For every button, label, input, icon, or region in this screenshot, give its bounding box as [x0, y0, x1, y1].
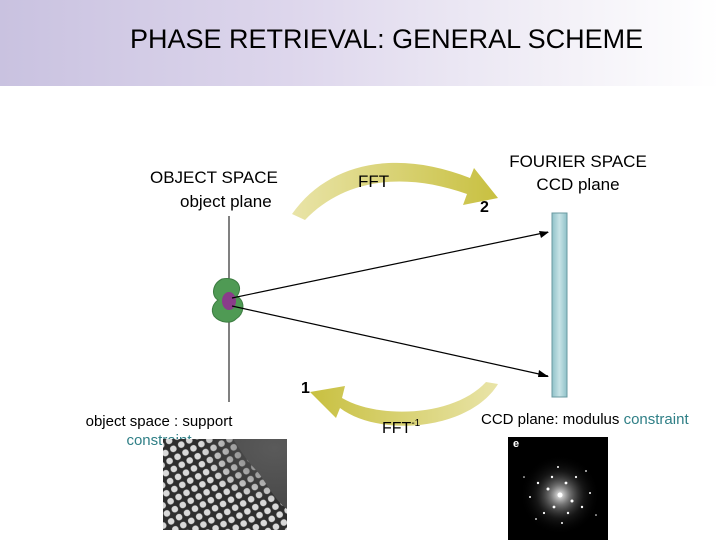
ifft-text: FFT	[382, 420, 412, 437]
ifft-label: FFT-1	[382, 418, 421, 438]
ray-lower-arrowhead	[538, 370, 549, 377]
fourier-space-title: FOURIER SPACE CCD plane	[480, 150, 676, 196]
diffraction-image: e	[508, 437, 608, 540]
object-constraint-line1: object space : support	[85, 413, 233, 430]
ray-upper-arrowhead	[539, 231, 549, 238]
fft-forward-arrow	[292, 162, 498, 220]
step-2-label: 2	[480, 199, 489, 216]
ccd-detector	[551, 212, 568, 398]
ifft-exponent: -1	[411, 418, 421, 429]
fourier-space-line2: CCD plane	[536, 175, 620, 194]
panel-letter: e	[513, 438, 520, 450]
ray-lower	[231, 305, 549, 377]
page-title: PHASE RETRIEVAL: GENERAL SCHEME	[130, 24, 644, 54]
fft-inverse-arrow	[310, 382, 498, 426]
ccd-constraint-prefix: CCD plane: modulus	[481, 411, 624, 428]
ccd-constraint-highlight: constraint	[623, 411, 689, 428]
fourier-space-line1: FOURIER SPACE	[509, 152, 647, 171]
step-1-label: 1	[301, 380, 310, 397]
object-space-title: OBJECT SPACE	[150, 168, 278, 187]
ray-upper	[231, 231, 549, 299]
lattice-pattern	[163, 439, 287, 530]
sample-shape	[211, 277, 244, 323]
fft-label: FFT	[358, 172, 390, 191]
ccd-constraint-label: CCD plane: modulus constraint	[481, 411, 689, 428]
header-banner	[0, 0, 720, 86]
diffraction-pattern	[508, 437, 608, 540]
object-plane-label: object plane	[180, 192, 272, 211]
lattice-image	[163, 439, 287, 530]
